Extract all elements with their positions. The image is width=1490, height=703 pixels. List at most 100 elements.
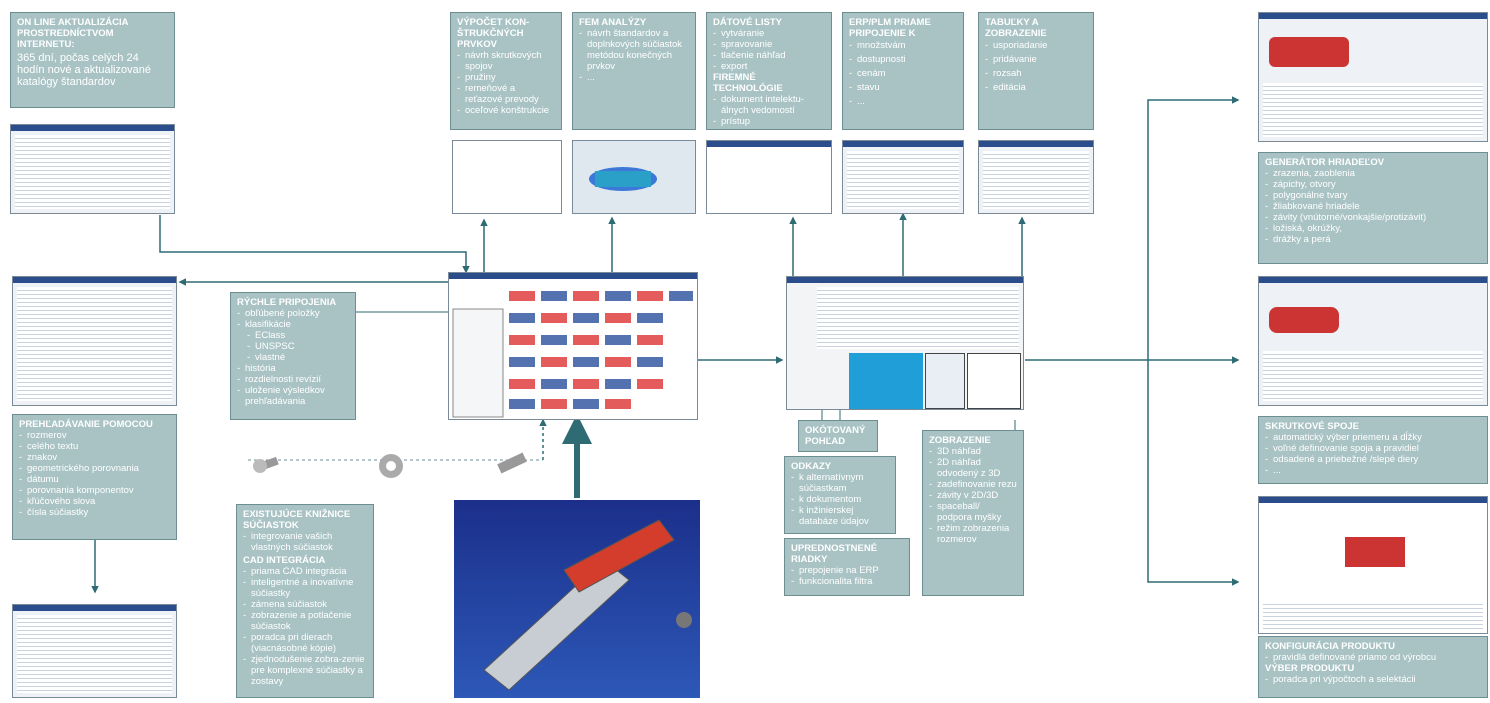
list-item: automatický výber priemeru a dĺžky: [1265, 432, 1481, 443]
model-3d-image: [454, 500, 700, 698]
list-item: rozmerov: [19, 430, 170, 441]
list-item: zrazenia, zaoblenia: [1265, 168, 1481, 179]
list-item: drážky a perá: [1265, 234, 1481, 245]
list-item: export: [713, 61, 825, 72]
list-item: ...: [579, 72, 689, 83]
box-erp: ERP/PLM PRIAME PRIPOJENIE K množstvám do…: [842, 12, 964, 130]
list-item: rozdielnosti revízií: [237, 374, 349, 385]
box-upred: UPREDNOSTNENÉ RIADKY prepojenie na ERP f…: [784, 538, 910, 596]
box-konfig-title: KONFIGURÁCIA PRODUKTU: [1265, 641, 1396, 652]
box-generator-title: GENERÁTOR HRIADEĽOV: [1265, 157, 1385, 168]
arrow-to-generator-shot: [1025, 96, 1240, 361]
box-online: ON LINE AKTUALIZÁCIA PROSTREDNÍCTVOM INT…: [10, 12, 175, 108]
list-item: voľné definovanie spoja a pravidiel: [1265, 443, 1481, 454]
arrow-online-to-center: [159, 215, 470, 274]
screenshot-fem: [572, 140, 696, 214]
list-item: EClass: [237, 330, 349, 341]
list-item: usporiadanie: [985, 39, 1087, 53]
list-item: dokument intelektu-álnych vedomostí: [713, 94, 825, 116]
list-item: remeňové a reťazové prevody: [457, 83, 555, 105]
list-item: priama CAD integrácia: [243, 566, 367, 577]
box-prehladavanie-title: PREHĽADÁVANIE POMOCOU: [19, 419, 153, 430]
list-item: odsadené a priebežné /slepé diery: [1265, 454, 1481, 465]
list-item: závity v 2D/3D: [929, 490, 1017, 501]
list-item: ložiská, okrúžky,: [1265, 223, 1481, 234]
list-item: porovnania komponentov: [19, 485, 170, 496]
box-fem: FEM ANALÝZY návrh štandardov a doplnkový…: [572, 12, 696, 130]
screenshot-tabulky: [978, 140, 1094, 214]
preview-bearing: [925, 353, 965, 409]
list-item: množstvám: [849, 39, 957, 53]
list-item: zadefinovanie rezu: [929, 479, 1017, 490]
list-item: UNSPSC: [237, 341, 349, 352]
list-item: história: [237, 363, 349, 374]
screenshot-vypocet: [452, 140, 562, 214]
box-odkazy-title: ODKAZY: [791, 461, 832, 472]
list-item: klasifikácie: [237, 319, 349, 330]
box-vypocet: VÝPOČET KON-ŠTRUKČNÝCH PRVKOV návrh skru…: [450, 12, 562, 130]
list-item: pridávanie: [985, 53, 1087, 67]
list-item: geometrického porovnania: [19, 463, 170, 474]
box-prehladavanie: PREHĽADÁVANIE POMOCOU rozmerov celého te…: [12, 414, 177, 540]
box-skrutkove-title: SKRUTKOVÉ SPOJE: [1265, 421, 1359, 432]
list-item: rozsah: [985, 67, 1087, 81]
screenshot-search: [12, 276, 177, 406]
list-item: oceľové konštrukcie: [457, 105, 555, 116]
box-upred-title: UPREDNOSTNENÉ RIADKY: [791, 543, 878, 565]
list-item: pružiny: [457, 72, 555, 83]
list-item: poradca pri výpočtoch a selektácii: [1265, 674, 1481, 685]
list-item: uloženie výsledkov prehľadávania: [237, 385, 349, 407]
list-item: spaceball/ podpora myšky: [929, 501, 1017, 523]
list-item: znakov: [19, 452, 170, 463]
list-item: celého textu: [19, 441, 170, 452]
list-item: zámena súčiastok: [243, 599, 367, 610]
list-item: vlastné: [237, 352, 349, 363]
parts-row: [253, 452, 527, 478]
list-item: poradca pri dierach (viacnásobné kópie): [243, 632, 367, 654]
box-zobrazenie-title: ZOBRAZENIE: [929, 435, 991, 446]
screenshot-catalog: [448, 272, 698, 420]
list-item: kľúčového slova: [19, 496, 170, 507]
ring-icon: [379, 454, 403, 478]
list-item: tlačenie náhľad: [713, 50, 825, 61]
arrow-to-konfig-shot: [1147, 360, 1240, 586]
box-zobrazenie: ZOBRAZENIE 3D náhľad 2D náhľad odvodený …: [922, 430, 1024, 596]
box-konfig: KONFIGURÁCIA PRODUKTU pravidlá definovan…: [1258, 636, 1488, 698]
list-item: závity (vnútorné/vonkajšie/protizávit): [1265, 212, 1481, 223]
box-online-title: ON LINE AKTUALIZÁCIA PROSTREDNÍCTVOM INT…: [17, 17, 129, 50]
box-online-text: 365 dní, počas celých 24 hodín nové a ak…: [17, 52, 151, 88]
box-erp-title: ERP/PLM PRIAME PRIPOJENIE K: [849, 17, 931, 39]
list-item: cenám: [849, 67, 957, 81]
list-item: prepojenie na ERP: [791, 565, 903, 576]
box-generator: GENERÁTOR HRIADEĽOV zrazenia, zaoblenia …: [1258, 152, 1488, 264]
box-odkazy: ODKAZY k alternatívnym súčiastkam k doku…: [784, 456, 896, 534]
screenshot-online: [10, 124, 175, 214]
box-existujuce-title: EXISTUJÚCE KNIŽNICE SÚČIASTOK: [243, 509, 351, 531]
screenshot-generator: [1258, 12, 1488, 142]
list-item: zjednodušenie zobra-zenie pre komplexné …: [243, 654, 367, 687]
box-skrutkove: SKRUTKOVÉ SPOJE automatický výber prieme…: [1258, 416, 1488, 484]
list-item: k inžinierskej databáze údajov: [791, 505, 889, 527]
preview-2d: [967, 353, 1021, 409]
list-item: návrh štandardov a doplnkových súčiastok…: [579, 28, 689, 72]
screenshot-konfig: [1258, 496, 1488, 634]
box-konfig-title2: VÝBER PRODUKTU: [1265, 663, 1355, 674]
screenshot-datove: [706, 140, 832, 214]
list-item: integrovanie vašich vlastných súčiastok: [243, 531, 367, 553]
box-datove: DÁTOVÉ LISTY vytváranie spravovanie tlač…: [706, 12, 832, 130]
preview-3d: [849, 353, 923, 409]
list-item: funkcionalita filtra: [791, 576, 903, 587]
list-item: editácia: [985, 81, 1087, 95]
list-item: návrh skrutkových spojov: [457, 50, 555, 72]
list-item: zobrazenie a potlačenie súčiastok: [243, 610, 367, 632]
box-datove-title2: FIREMNÉ TECHNOLÓGIE: [713, 72, 783, 94]
list-item: dostupnosti: [849, 53, 957, 67]
list-item: režim zobrazenia rozmerov: [929, 523, 1017, 545]
box-datove-title: DÁTOVÉ LISTY: [713, 17, 782, 28]
list-item: pravidlá definované priamo od výrobcu: [1265, 652, 1481, 663]
list-item: ...: [849, 95, 957, 109]
box-okotovany: OKÓTOVANÝ POHĽAD: [798, 420, 878, 452]
list-item: dátumu: [19, 474, 170, 485]
list-item: čísla súčiastky: [19, 507, 170, 518]
list-item: žliabkované hriadele: [1265, 201, 1481, 212]
